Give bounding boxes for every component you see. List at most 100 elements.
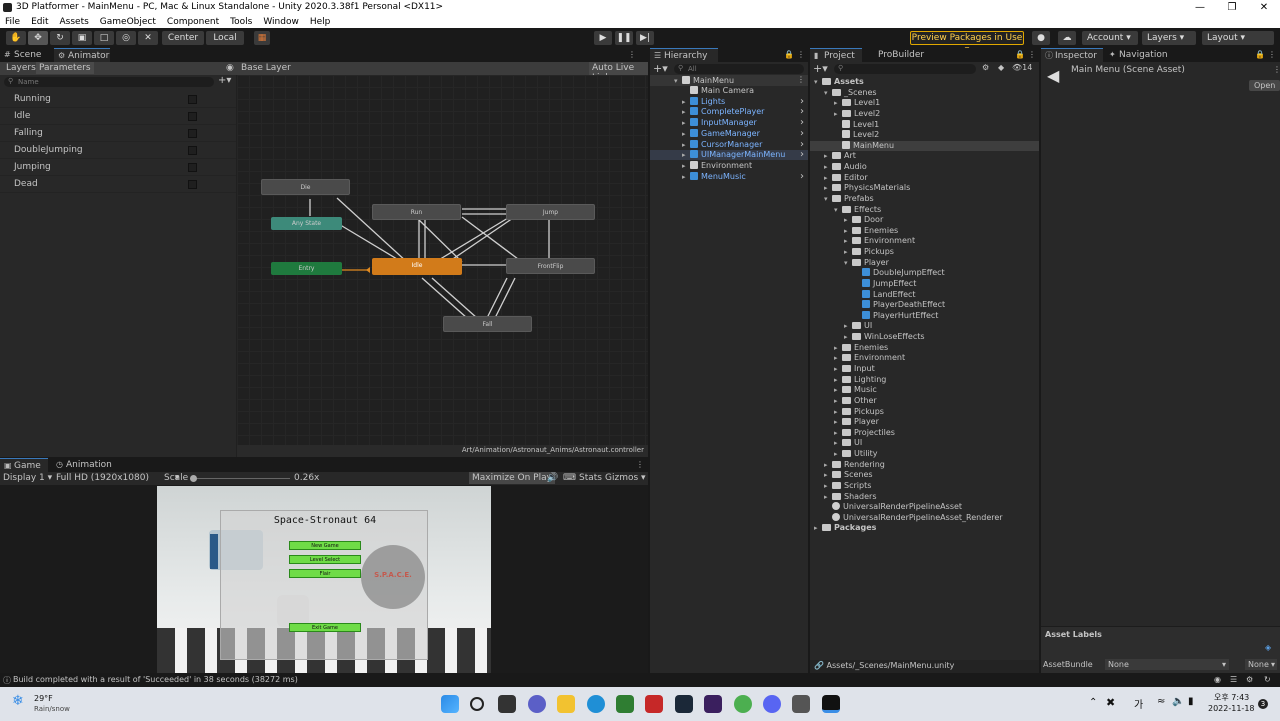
file-explorer-icon[interactable]	[557, 695, 575, 713]
parameter-search-input[interactable]: ⚲ Name	[4, 77, 214, 87]
rotate-tool-icon[interactable]: ↻	[50, 31, 70, 45]
level-select-button[interactable]: Level Select	[289, 555, 361, 564]
scene-row[interactable]: ▾MainMenu ⋮	[650, 75, 808, 86]
expand-arrow-icon[interactable]: ▸	[682, 108, 686, 117]
mute-audio-icon[interactable]: 🔊	[547, 473, 559, 483]
menu-edit[interactable]: Edit	[31, 16, 49, 27]
project-item[interactable]: ▸UI	[810, 321, 1039, 331]
project-item[interactable]: ▸Pickups	[810, 247, 1039, 257]
parameter-checkbox[interactable]	[188, 112, 197, 121]
chat-icon[interactable]	[528, 695, 546, 713]
project-item[interactable]: ▸WinLoseEffects	[810, 332, 1039, 342]
tray-overflow-icon[interactable]: ⌃	[1089, 697, 1098, 708]
project-item[interactable]: ▾Player	[810, 258, 1039, 268]
tray-app-icon[interactable]: ✖	[1106, 696, 1116, 709]
unity-hub-icon[interactable]	[792, 695, 810, 713]
panel-menu-icon[interactable]: ⋮	[797, 50, 805, 59]
tab-navigation[interactable]: ✦Navigation	[1109, 50, 1168, 60]
panel-menu-icon[interactable]: ⋮	[628, 50, 636, 59]
project-item[interactable]: MainMenu	[810, 140, 1039, 151]
state-frontflip[interactable]: FrontFlip	[506, 258, 595, 274]
parameter-row[interactable]: Jumping	[0, 159, 236, 176]
expand-arrow-icon[interactable]: ▸	[844, 216, 848, 225]
unity-editor-icon[interactable]	[822, 695, 840, 713]
scale-slider[interactable]	[190, 478, 290, 479]
project-item[interactable]: ▸Enemies	[810, 343, 1039, 353]
game-view[interactable]: Space-Stronaut 64 S.P.A.C.E. New Game Le…	[157, 486, 491, 673]
pivot-local-button[interactable]: Local	[206, 31, 244, 45]
expand-arrow-icon[interactable]: ▸	[834, 354, 838, 363]
project-item[interactable]: ▸Music	[810, 385, 1039, 395]
panel-menu-icon[interactable]: ⋮	[1268, 50, 1276, 59]
project-item[interactable]: ▸Projectiles	[810, 428, 1039, 438]
hierarchy-item[interactable]: ▸MenuMusic›	[682, 171, 808, 182]
project-item[interactable]: ▸Other	[810, 396, 1039, 406]
step-button[interactable]: ▶|	[636, 31, 654, 45]
project-item[interactable]: ▾Prefabs	[810, 194, 1039, 204]
clock-date[interactable]: 2022-11-18	[1208, 704, 1255, 713]
expand-arrow-icon[interactable]: ▸	[682, 119, 686, 128]
project-item[interactable]: ▸Rendering	[810, 460, 1039, 470]
expand-arrow-icon[interactable]: ▸	[824, 152, 828, 161]
resolution-dropdown[interactable]: Full HD (1920x1080) ▾	[56, 473, 180, 483]
tab-animation[interactable]: ◷Animation	[56, 460, 112, 470]
hierarchy-item[interactable]: ▸InputManager›	[682, 118, 808, 128]
expand-arrow-icon[interactable]: ▸	[824, 173, 828, 182]
menu-assets[interactable]: Assets	[59, 16, 89, 27]
expand-arrow-icon[interactable]: ▸	[824, 471, 828, 480]
menu-gameobject[interactable]: GameObject	[99, 16, 156, 27]
maximize-on-play-button[interactable]: Maximize On Play	[469, 472, 555, 484]
expand-arrow-icon[interactable]: ▾	[844, 258, 848, 267]
pause-button[interactable]: ❚❚	[615, 31, 633, 45]
project-item[interactable]: ▸PhysicsMaterials	[810, 183, 1039, 193]
project-item[interactable]: ▸Lighting	[810, 375, 1039, 385]
expand-arrow-icon[interactable]: ▾	[824, 88, 828, 97]
expand-arrow-icon[interactable]: ▸	[844, 333, 848, 342]
display-dropdown[interactable]: Display 1 ▾	[3, 473, 53, 483]
weather-temp[interactable]: 29°F	[34, 694, 53, 703]
project-item[interactable]: ▸Packages	[810, 523, 1039, 533]
state-entry[interactable]: Entry	[271, 262, 342, 275]
project-item[interactable]: ▸Enemies	[810, 226, 1039, 236]
stats-button[interactable]: Stats	[579, 473, 602, 483]
project-item[interactable]: ▸Door	[810, 215, 1039, 225]
filter-label-icon[interactable]: ◆	[998, 63, 1005, 72]
project-item[interactable]: ▸Input	[810, 364, 1039, 374]
layout-dropdown[interactable]: Layout ▾	[1202, 31, 1274, 45]
expand-arrow-icon[interactable]: ▾	[834, 205, 838, 214]
project-item[interactable]: UniversalRenderPipelineAsset	[810, 502, 1039, 512]
expand-arrow-icon[interactable]: ▸	[834, 386, 838, 395]
expand-arrow-icon[interactable]: ▾	[814, 78, 818, 86]
project-item[interactable]: Level1	[810, 119, 1039, 130]
project-item[interactable]: ▸Level2	[810, 109, 1039, 119]
label-tag-icon[interactable]: ◈	[1265, 643, 1272, 652]
parameters-tab[interactable]: Parameters	[36, 62, 94, 74]
expand-arrow-icon[interactable]: ▸	[682, 161, 686, 170]
ime-indicator[interactable]: 가	[1134, 700, 1144, 711]
custom-tool-icon[interactable]: ✕	[138, 31, 158, 45]
project-item[interactable]: DoubleJumpEffect	[810, 268, 1039, 278]
expand-arrow-icon[interactable]: ▸	[682, 97, 686, 106]
hierarchy-item[interactable]: ▸Environment	[682, 160, 808, 171]
state-run[interactable]: Run	[372, 204, 461, 220]
parameter-checkbox[interactable]	[188, 146, 197, 155]
hierarchy-item[interactable]: ▸GameManager›	[682, 128, 808, 139]
expand-arrow-icon[interactable]: ▸	[834, 365, 838, 373]
state-die[interactable]: Die	[261, 179, 350, 195]
project-item[interactable]: ▸Player	[810, 417, 1039, 427]
cache-icon[interactable]: ☰	[1230, 675, 1238, 684]
chrome-icon[interactable]	[734, 695, 752, 713]
hand-tool-icon[interactable]: ✋	[6, 31, 26, 45]
project-item[interactable]: ▸UI	[810, 438, 1039, 448]
project-item[interactable]: JumpEffect	[810, 278, 1039, 289]
menu-component[interactable]: Component	[166, 16, 220, 27]
discord-icon[interactable]	[763, 695, 781, 713]
create-asset-button[interactable]: +▾	[813, 62, 828, 75]
battery-icon[interactable]: ▮	[1188, 696, 1194, 707]
gizmos-dropdown[interactable]: Gizmos ▾	[605, 473, 646, 483]
project-item[interactable]: Level2	[810, 130, 1039, 140]
steam-icon[interactable]	[675, 695, 693, 713]
store-icon[interactable]	[616, 695, 634, 713]
project-item[interactable]: LandEffect	[810, 289, 1039, 300]
hidden-packages-count[interactable]: 👁14	[1012, 63, 1033, 72]
